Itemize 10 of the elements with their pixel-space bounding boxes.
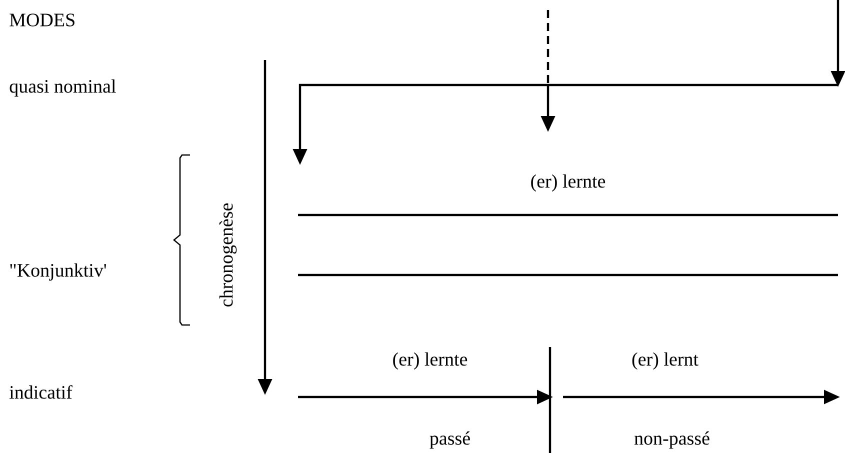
mode-label: "Konjunktiv' xyxy=(10,263,106,281)
verb-form: (er) lernt xyxy=(632,352,698,370)
axis-label: chronogenèse xyxy=(219,203,237,306)
tense-label: passé xyxy=(430,431,470,449)
heading: MODES xyxy=(10,14,74,26)
verb-form: (er) lernte xyxy=(531,174,606,192)
tense-label: non-passé xyxy=(634,431,710,449)
mode-label: quasi nominal xyxy=(10,79,116,97)
mode-label: indicatif xyxy=(10,385,72,399)
verb-form: (er) lernte xyxy=(393,352,468,370)
